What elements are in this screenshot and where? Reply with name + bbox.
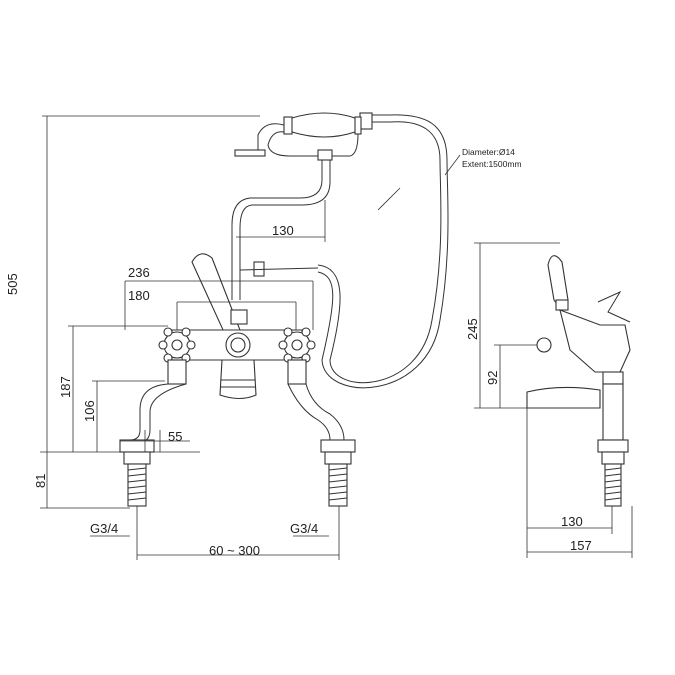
dim-lever-height: 245 <box>465 318 480 340</box>
dim-centres-range: 60 ~ 300 <box>209 543 260 558</box>
dim-overall-height: 505 <box>5 273 20 295</box>
side-lever <box>547 255 569 306</box>
front-dimension-lines <box>40 115 340 560</box>
dim-tail-length: 81 <box>33 474 48 488</box>
right-tail <box>320 439 356 507</box>
cold-handle <box>278 327 316 363</box>
side-view <box>526 255 631 507</box>
right-leg <box>287 383 345 441</box>
hose-leader-line <box>377 187 401 211</box>
hose-diameter-note: Diameter:Ø14 <box>462 147 515 157</box>
dim-handle-centres: 180 <box>128 288 150 303</box>
hot-handle <box>158 327 196 363</box>
dim-spout-height: 106 <box>82 400 97 422</box>
dim-outer-width: 236 <box>128 265 150 280</box>
front-view <box>119 112 461 507</box>
side-dimension-lines <box>474 242 633 558</box>
dim-leg-offset: 55 <box>168 429 182 444</box>
thread-left-label: G3/4 <box>90 521 118 536</box>
shower-handset <box>231 112 373 300</box>
dim-side-spout-height: 92 <box>485 371 500 385</box>
dim-overall-depth: 157 <box>570 538 592 553</box>
dim-spout-reach: 130 <box>561 514 583 529</box>
thread-right-label: G3/4 <box>290 521 318 536</box>
left-tail <box>119 439 155 507</box>
spout <box>219 359 257 400</box>
dim-handle-height: 187 <box>58 376 73 398</box>
shower-hose <box>317 121 442 384</box>
dim-cradle-offset: 130 <box>272 223 294 238</box>
hose-extent-note: Extent:1500mm <box>462 159 522 169</box>
diverter-lever <box>191 253 241 341</box>
side-spout <box>526 386 601 409</box>
